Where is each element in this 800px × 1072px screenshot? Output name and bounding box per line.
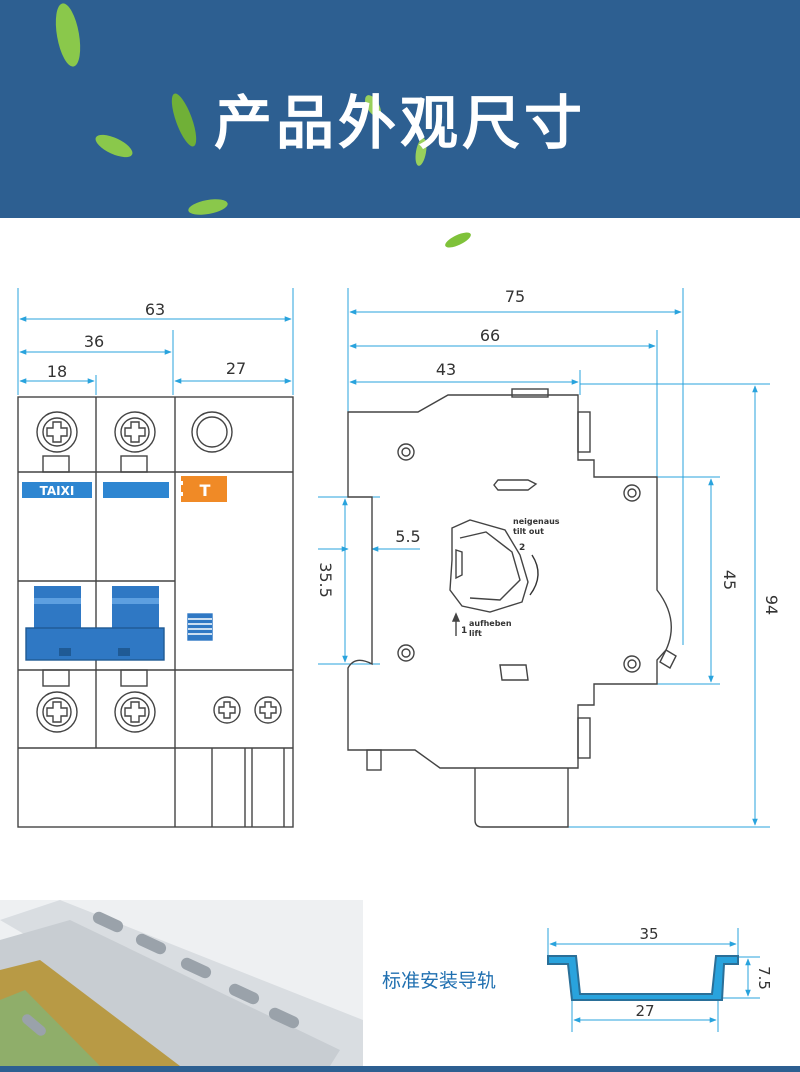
din-rail-photo <box>0 900 363 1066</box>
dim-27: 27 <box>226 359 246 378</box>
handle-bridge <box>25 627 165 661</box>
terminal-screw-small-1 <box>213 696 241 724</box>
side-view <box>318 288 770 828</box>
rail-dim-7-5: 7.5 <box>755 966 773 990</box>
dim-18: 18 <box>47 362 67 381</box>
terminal-screw-bottom-2 <box>114 691 156 733</box>
lift-text-1: aufheben <box>469 619 512 628</box>
lift-text-2: lift <box>469 629 482 638</box>
front-view <box>17 288 294 828</box>
dim-45: 45 <box>720 570 739 590</box>
leaf-decoration-small <box>445 232 471 248</box>
dim-43: 43 <box>436 360 456 379</box>
tilt-text-2: tilt out <box>513 527 544 536</box>
dim-94: 94 <box>762 595 781 615</box>
rail-dim-35: 35 <box>639 925 658 943</box>
leaf-decoration <box>55 3 427 215</box>
dim-35-5: 35.5 <box>316 562 335 598</box>
step-1: 1 <box>461 626 467 636</box>
page-title: 产品外观尺寸 <box>213 89 586 157</box>
brand-label-bar <box>22 482 92 498</box>
din-rail-label: 标准安装导轨 <box>382 970 497 992</box>
terminal-screw-top-2 <box>114 411 156 453</box>
tilt-text-1: neigenaus <box>513 517 560 526</box>
indicator-grid <box>187 613 213 641</box>
dimension-drawing: 63 36 18 27 TAIXI T <box>17 287 781 828</box>
dim-66: 66 <box>480 326 500 345</box>
terminal-screw-bottom-1 <box>36 691 78 733</box>
handle-pole-1 <box>34 586 81 631</box>
dim-36: 36 <box>84 332 104 351</box>
terminal-screw-top-1 <box>36 411 78 453</box>
din-rail-section: 35 27 7.5 <box>547 925 773 1032</box>
rail-dim-27: 27 <box>635 1002 654 1020</box>
indicator-window <box>191 411 233 453</box>
header-banner: 产品外观尺寸 <box>0 0 800 218</box>
footer-bar <box>0 1066 800 1072</box>
dim-75: 75 <box>505 287 525 306</box>
step-2: 2 <box>519 543 525 553</box>
test-button-label: T <box>200 481 211 500</box>
test-button <box>181 476 227 502</box>
handle-pole-2 <box>112 586 159 631</box>
terminal-screw-small-2 <box>254 696 282 724</box>
dim-63: 63 <box>145 300 165 319</box>
din-rail-profile <box>547 955 739 1001</box>
dim-5-5: 5.5 <box>395 527 420 546</box>
brand-label: TAIXI <box>40 484 75 498</box>
